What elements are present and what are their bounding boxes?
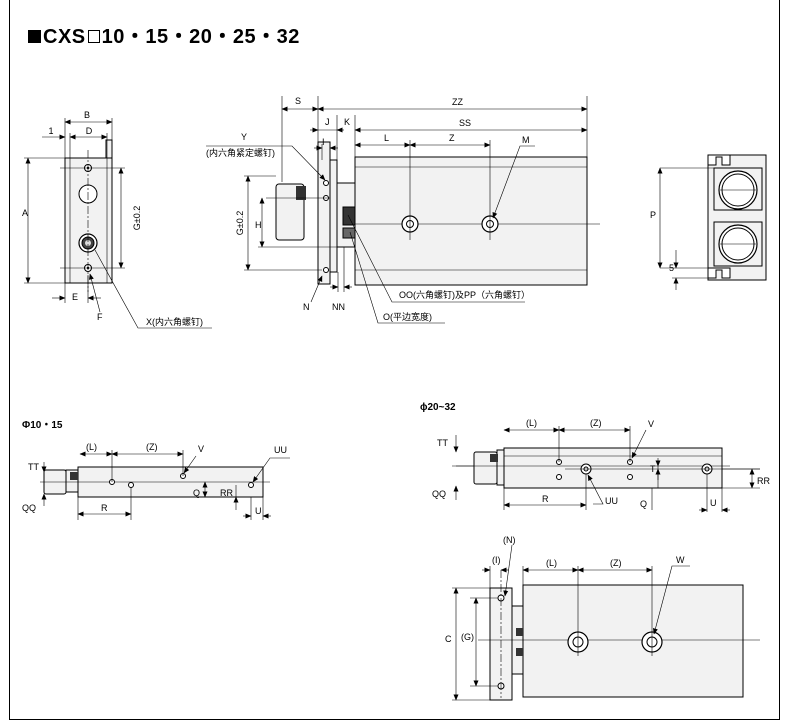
dim-label-z: Z <box>449 133 455 143</box>
dim-label-5: 5 <box>669 263 674 273</box>
dim-label-tt-small: TT <box>28 462 39 472</box>
dim-label-e: E <box>72 292 78 302</box>
dim-label-tt-large: TT <box>437 438 448 448</box>
dim-label-s: S <box>295 96 301 106</box>
callout-y: Y <box>241 132 247 142</box>
dim-label-p: P <box>650 210 656 220</box>
drawing-frame <box>9 0 780 720</box>
series-prefix: CXS <box>43 26 86 48</box>
dim-label-f: F <box>97 312 103 322</box>
dim-label-t-large: T <box>650 464 656 474</box>
callout-y-note: (内六角紧定螺钉) <box>206 147 275 158</box>
dim-label-a: A <box>22 208 28 218</box>
small-bore-view: Φ10・15 (L) (Z) V UU TT QQ R Q RR <box>22 420 290 520</box>
dim-label-qq-large: QQ <box>432 489 446 499</box>
dim-label-l-small: (L) <box>86 442 97 452</box>
empty-square-icon <box>87 30 100 43</box>
callout-x: X(内六角螺钉) <box>146 316 203 327</box>
callout-uu-small: UU <box>274 445 287 455</box>
dim-label-ss: SS <box>459 118 471 128</box>
dim-label-1: 1 <box>48 126 53 136</box>
callout-n-top: (N) <box>503 535 516 545</box>
dim-label-c-top: C <box>445 634 452 644</box>
dim-label-b: B <box>84 110 90 120</box>
top-cylinder-body <box>522 584 744 698</box>
dim-label-q-large: Q <box>640 499 647 509</box>
dim-label-u-small: U <box>255 506 262 516</box>
callout-w: W <box>676 555 685 565</box>
dim-label-u-large: U <box>710 498 717 508</box>
section-label-large: ϕ20~32 <box>420 402 456 413</box>
dim-label-qq-small: QQ <box>22 503 36 513</box>
dim-label-zz: ZZ <box>452 97 463 107</box>
dim-label-l: L <box>384 133 389 143</box>
dim-label-d: D <box>86 126 93 136</box>
side-view: S ZZ J K SS I L Z M Y (内六角紧定螺钉) G±0.2 <box>206 96 600 324</box>
dim-label-l-top: (L) <box>546 558 557 568</box>
large-bore-view: ϕ20~32 (L) (Z) V TT QQ R UU <box>420 402 770 513</box>
callout-n: N <box>303 302 310 312</box>
callout-m: M <box>522 135 530 145</box>
end-view: B 1 D A G±0.2 E F X(内六角螺钉) <box>22 110 212 329</box>
callout-oo-pp: OO(六角螺钉)及PP（六角螺钉） <box>399 289 530 300</box>
callout-v-large: V <box>648 419 654 429</box>
dim-label-z-top: (Z) <box>610 558 622 568</box>
dim-label-k: K <box>344 117 350 127</box>
top-view: (L) (Z) W (I) (N) C (G) <box>445 535 760 701</box>
dim-label-rr-large: RR <box>757 476 770 486</box>
dim-label-g-side: G±0.2 <box>235 211 245 235</box>
page-title: CXS 10・15・20・25・32 <box>28 20 300 49</box>
end-plate <box>64 157 113 284</box>
callout-uu-large: UU <box>605 496 618 506</box>
rear-end-view: P 5 <box>650 154 767 290</box>
end-plate-side <box>317 141 331 285</box>
dim-label-z-large: (Z) <box>590 418 602 428</box>
dim-label-r-large: R <box>542 494 549 504</box>
dim-label-z-small: (Z) <box>146 442 158 452</box>
dim-label-q-small: Q <box>193 488 200 498</box>
callout-o: O(平边宽度) <box>383 311 432 322</box>
large-cylinder-body <box>503 447 723 489</box>
dim-label-j: J <box>325 117 330 127</box>
dim-label-i: I <box>322 137 325 147</box>
black-square-icon <box>28 30 41 43</box>
size-list: 10・15・20・25・32 <box>101 26 300 48</box>
dim-label-g: G±0.2 <box>132 206 142 230</box>
dim-label-r-small: R <box>101 503 108 513</box>
dim-label-rr-small: RR <box>220 488 233 498</box>
callout-v-small: V <box>198 444 204 454</box>
cylinder-body <box>354 156 588 286</box>
dim-label-h: H <box>255 220 262 230</box>
section-label-small: Φ10・15 <box>22 420 63 431</box>
dim-label-i-top: (I) <box>492 555 501 565</box>
dim-label-l-large: (L) <box>526 418 537 428</box>
dim-label-g-top: (G) <box>461 632 474 642</box>
callout-nn: NN <box>332 302 345 312</box>
